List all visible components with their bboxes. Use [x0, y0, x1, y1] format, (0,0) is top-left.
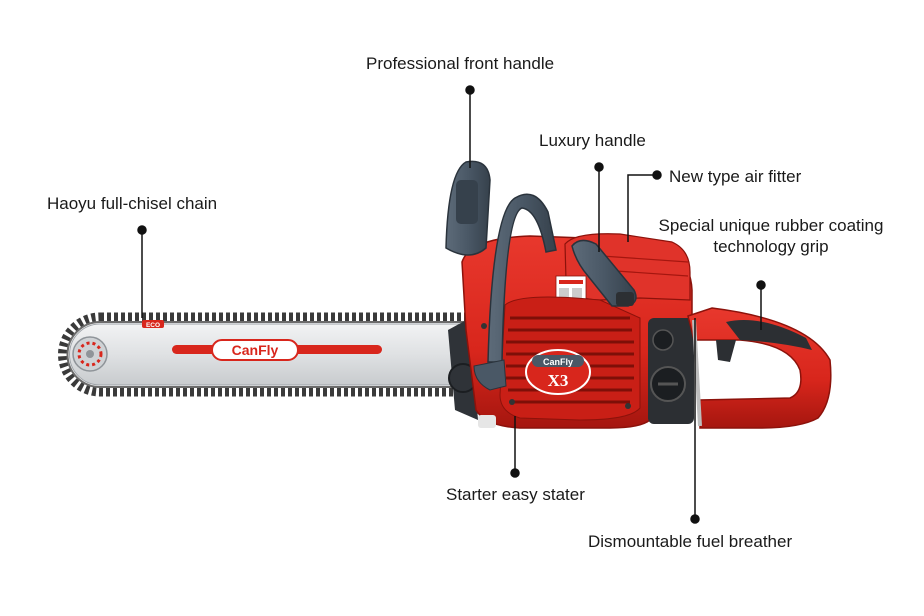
rear-handle — [687, 307, 832, 429]
callout-chain: Haoyu full-chisel chain — [47, 194, 218, 213]
callout-air-filter: New type air fitter — [669, 167, 802, 186]
engine-body: CanFly X3 — [448, 233, 694, 429]
callout-front-handle: Professional front handle — [366, 54, 555, 73]
bar-nose-sprocket — [72, 336, 108, 372]
chain-brake-guard — [445, 160, 491, 256]
leader-air-filter — [627, 174, 657, 242]
dot-grip — [756, 280, 766, 290]
front-handle — [473, 193, 557, 391]
saw-chain — [58, 312, 475, 397]
callout-grip: Special unique rubber coating technology… — [643, 215, 899, 257]
callout-grip-line1: Special unique rubber coating — [658, 216, 884, 235]
dot-starter — [510, 468, 520, 478]
model-badge: CanFly X3 — [525, 349, 591, 395]
callout-leaders — [137, 85, 766, 524]
dot-luxury-handle — [594, 162, 604, 172]
badge-brand: CanFly — [543, 357, 573, 367]
badge-model: X3 — [548, 371, 569, 390]
bar-brand-logo: CanFly — [232, 342, 279, 358]
callout-fuel-breather: Dismountable fuel breather — [588, 532, 793, 551]
callout-luxury-handle: Luxury handle — [539, 131, 646, 150]
screw — [509, 399, 515, 405]
callout-starter: Starter easy stater — [446, 485, 585, 504]
dot-front-handle — [465, 85, 475, 95]
dot-fuel-breather — [690, 514, 700, 524]
dot-air-filter — [652, 170, 662, 180]
callout-grip-line2: technology grip — [713, 237, 829, 256]
luxury-handle — [571, 239, 637, 307]
choke-knob — [652, 329, 674, 351]
throttle-trigger — [716, 340, 736, 362]
screw — [481, 323, 487, 329]
guide-bar: CanFly ECO — [58, 312, 475, 397]
rubber-grip — [726, 320, 812, 350]
screw — [625, 403, 631, 409]
bar-eco-badge: ECO — [146, 322, 160, 329]
dot-chain — [137, 225, 147, 235]
